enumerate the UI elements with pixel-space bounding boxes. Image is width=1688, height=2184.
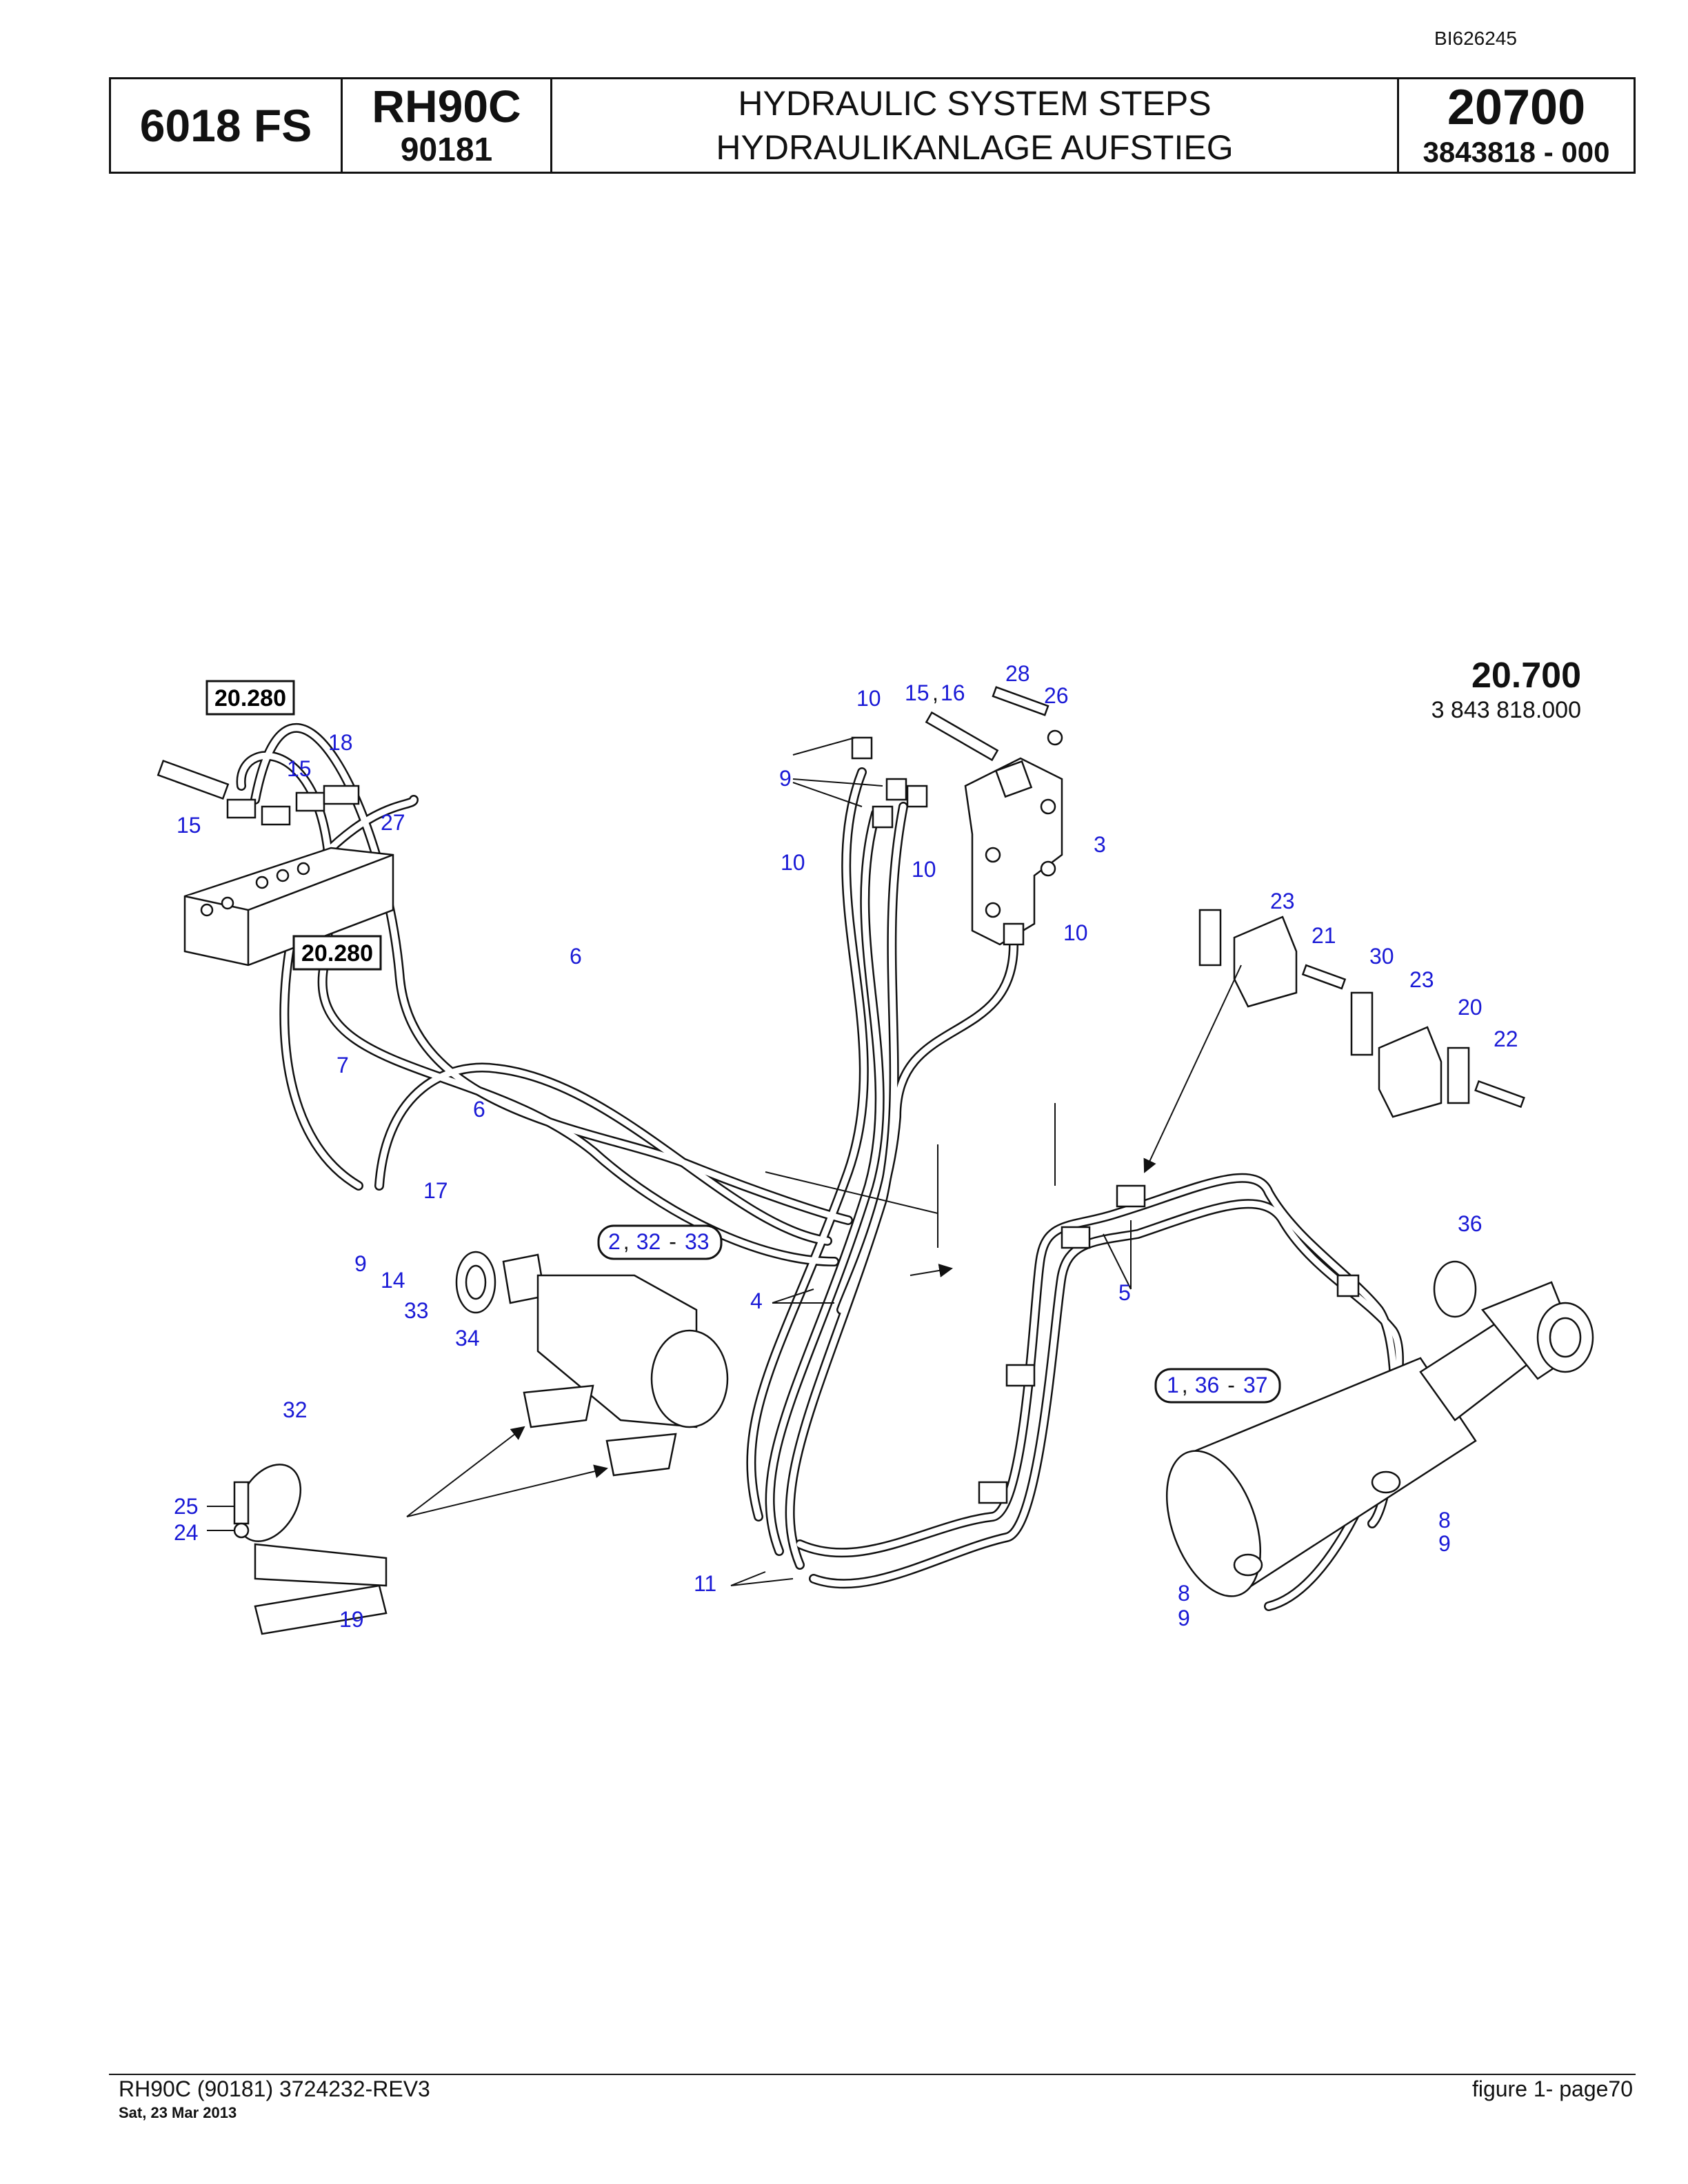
svg-text:1,36-37: 1,36-37 xyxy=(1167,1373,1268,1397)
callout-10[interactable]: 10 xyxy=(781,850,805,875)
footer-divider xyxy=(109,2074,1636,2075)
callout-23[interactable]: 23 xyxy=(1270,889,1295,913)
ref-box-bottom[interactable]: 20.280 xyxy=(292,935,382,971)
leader-lines xyxy=(207,737,1242,1586)
callout-30[interactable]: 30 xyxy=(1369,944,1394,969)
figure-part-number: 3 843 818.000 xyxy=(1431,697,1581,723)
callout-27[interactable]: 27 xyxy=(381,810,405,835)
callout-16[interactable]: 16 xyxy=(941,680,965,705)
accumulator xyxy=(233,1251,729,1635)
assy-acc-a: 2 xyxy=(608,1229,621,1254)
callout-36[interactable]: 36 xyxy=(1458,1211,1483,1236)
model-cell: RH90C 90181 xyxy=(343,79,552,172)
callout-7[interactable]: 7 xyxy=(336,1053,349,1078)
callout-25[interactable]: 25 xyxy=(174,1494,199,1519)
callout-9[interactable]: 9 xyxy=(1438,1531,1451,1556)
title-block: 6018 FS RH90C 90181 HYDRAULIC SYSTEM STE… xyxy=(109,77,1636,174)
footer-date: Sat, 23 Mar 2013 xyxy=(119,2104,237,2121)
group-number: 20700 xyxy=(1447,80,1586,135)
callout-3[interactable]: 3 xyxy=(1094,832,1106,857)
callout-8[interactable]: 8 xyxy=(1178,1581,1190,1606)
ref-box-top-label: 20.280 xyxy=(214,685,286,711)
callout-9[interactable]: 9 xyxy=(354,1251,367,1276)
figure-reference: 20.700 3 843 818.000 xyxy=(1431,655,1581,724)
callout-21[interactable]: 21 xyxy=(1312,923,1336,948)
group-cell: 20700 3843818 - 000 xyxy=(1399,79,1634,172)
machine-label: 6018 FS xyxy=(139,100,312,151)
accumulator-assembly-label[interactable]: 2,32-33 xyxy=(597,1224,723,1260)
callout-5[interactable]: 5 xyxy=(1118,1280,1131,1305)
assy-cyl-a: 1 xyxy=(1167,1373,1179,1397)
assy-cyl-c: 37 xyxy=(1243,1373,1268,1397)
callout-34[interactable]: 34 xyxy=(455,1326,480,1351)
assy-acc-c: 33 xyxy=(685,1229,710,1254)
callout-9[interactable]: 9 xyxy=(779,766,792,791)
clamp-parts xyxy=(978,909,1525,1504)
callout-18[interactable]: 18 xyxy=(328,730,353,755)
callout-6[interactable]: 6 xyxy=(570,944,582,969)
callout-24[interactable]: 24 xyxy=(174,1520,199,1545)
title-cell: HYDRAULIC SYSTEM STEPS HYDRAULIKANLAGE A… xyxy=(552,79,1399,172)
callout-labels: 15 18 15 27 6 7 6 17 9 14 33 34 10 15 , … xyxy=(174,661,1518,1632)
callout-15[interactable]: 15 xyxy=(287,756,312,781)
callout-22[interactable]: 22 xyxy=(1494,1027,1518,1051)
cylinder-assembly-label[interactable]: 1,36-37 xyxy=(1154,1368,1281,1404)
footer-document-info: RH90C (90181) 3724232-REV3 xyxy=(119,2076,430,2101)
footer-page-info: figure 1- page70 xyxy=(1471,2076,1633,2101)
model-label: RH90C xyxy=(372,81,521,132)
figure-number: 20.700 xyxy=(1471,656,1581,696)
callout-32[interactable]: 32 xyxy=(283,1397,308,1422)
title-english: HYDRAULIC SYSTEM STEPS xyxy=(738,84,1212,123)
callout-15[interactable]: 15 xyxy=(177,813,201,838)
assy-acc-b: 32 xyxy=(636,1229,661,1254)
model-number: 90181 xyxy=(400,132,493,168)
callout-comma: , xyxy=(932,680,938,705)
callout-28[interactable]: 28 xyxy=(1005,661,1030,686)
title-german: HYDRAULIKANLAGE AUFSTIEG xyxy=(716,128,1234,167)
callout-4[interactable]: 4 xyxy=(750,1288,763,1313)
ref-box-bottom-label: 20.280 xyxy=(301,940,373,967)
callout-14[interactable]: 14 xyxy=(381,1268,405,1293)
machine-cell: 6018 FS xyxy=(111,79,343,172)
callout-19[interactable]: 19 xyxy=(339,1607,364,1632)
ref-box-top[interactable]: 20.280 xyxy=(205,680,295,716)
assy-cyl-b: 36 xyxy=(1195,1373,1220,1397)
svg-text:2,32-33: 2,32-33 xyxy=(608,1229,710,1254)
cylinder xyxy=(1165,1260,1594,1597)
callout-10[interactable]: 10 xyxy=(856,686,881,711)
callout-9[interactable]: 9 xyxy=(1178,1606,1190,1630)
part-number: 3843818 - 000 xyxy=(1423,136,1610,168)
callout-23[interactable]: 23 xyxy=(1409,967,1434,992)
callout-11[interactable]: 11 xyxy=(694,1571,716,1596)
callout-20[interactable]: 20 xyxy=(1458,995,1483,1020)
callout-8[interactable]: 8 xyxy=(1438,1508,1451,1533)
callout-10[interactable]: 10 xyxy=(912,857,936,882)
callout-6[interactable]: 6 xyxy=(473,1097,485,1122)
callout-10[interactable]: 10 xyxy=(1063,920,1088,945)
callout-17[interactable]: 17 xyxy=(423,1178,448,1203)
document-id: BI626245 xyxy=(1434,28,1517,49)
callout-15[interactable]: 15 xyxy=(905,680,930,705)
valve-block xyxy=(157,759,394,967)
callout-26[interactable]: 26 xyxy=(1044,683,1069,708)
callout-33[interactable]: 33 xyxy=(404,1298,429,1323)
control-valve xyxy=(851,686,1063,946)
